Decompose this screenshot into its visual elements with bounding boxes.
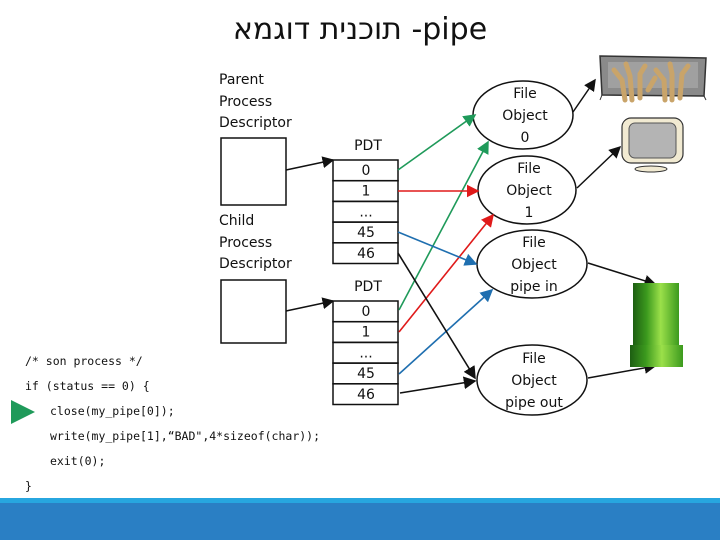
file-object-text: File: [522, 351, 545, 367]
arrow-child-to-pdt: [285, 297, 335, 312]
code-line: write(my_pipe[1],“BAD",4*sizeof(char));: [50, 429, 321, 443]
pdt-cell-value: ...: [359, 345, 372, 361]
parent-process-label: Parent Process Descriptor: [219, 70, 292, 135]
pdt-cell: [332, 383, 399, 406]
code-line: }: [25, 479, 32, 493]
pipe-icon: [630, 283, 683, 367]
file-object-text: pipe in: [510, 279, 558, 295]
arrow-black: [397, 252, 476, 380]
label-line: Parent: [219, 72, 264, 88]
pdt-cell-value: ...: [359, 204, 372, 220]
pdt-cell-value: 1: [362, 325, 371, 341]
child-descriptor-box: [220, 279, 287, 344]
label-line: Child: [219, 213, 255, 229]
arrow-to-keyboard: [572, 78, 596, 113]
label-line: Process: [219, 234, 273, 251]
monitor-icon: [621, 117, 684, 173]
label-line: Descriptor: [219, 115, 292, 131]
arrow-blue: [397, 231, 478, 266]
pdt-cell-value: 1: [362, 184, 371, 200]
pdt-cell-value: 46: [357, 246, 375, 262]
pdt-label: PDT: [354, 279, 382, 295]
label-line: Process: [219, 93, 273, 110]
code-line: /* son process */: [25, 354, 143, 368]
arrow-red: [398, 213, 495, 333]
arrow-green: [397, 114, 477, 171]
child-process-label: Child Process Descriptor: [219, 211, 292, 276]
pdt-cell-value: 0: [362, 163, 371, 179]
arrow-green: [398, 140, 489, 311]
file-object-text: Object: [506, 183, 552, 199]
file-object-text: Object: [511, 257, 557, 273]
file-object-text: 0: [521, 130, 530, 146]
parent-descriptor-box: [220, 137, 287, 206]
file-object-text: File: [517, 161, 540, 177]
pdt-cell-value: 0: [362, 304, 371, 320]
arrow-to-monitor: [576, 145, 622, 189]
pdt-cell-value: 46: [357, 387, 375, 403]
file-object-text: File: [522, 235, 545, 251]
pdt-cell-value: 45: [357, 366, 375, 382]
arrow-to-pipe: [587, 262, 657, 287]
arrow-parent-to-pdt: [285, 156, 335, 171]
pdt-label: PDT: [354, 138, 382, 154]
code-line: exit(0);: [50, 454, 106, 468]
slide-title: תוכנית דוגמא -pipe: [232, 12, 488, 47]
child-pdt: PDT 0 1... 45 46: [332, 279, 399, 406]
file-object-text: File: [513, 86, 536, 102]
code-line: if (status == 0) {: [25, 379, 150, 393]
file-object-text: Object: [511, 373, 557, 389]
label-line: Descriptor: [219, 256, 292, 272]
arrow-blue: [398, 288, 494, 375]
parent-pdt: PDT 0 1... 45 46: [332, 138, 399, 265]
pdt-cell-value: 45: [357, 225, 375, 241]
footer-bar: [0, 498, 720, 540]
arrow-to-pipe: [587, 361, 657, 379]
arrow-black: [399, 376, 477, 394]
file-object-ellipse: [476, 344, 588, 416]
keyboard-icon: [599, 55, 707, 103]
file-object-text: 1: [525, 205, 534, 221]
file-object-text: pipe out: [505, 395, 563, 411]
code-line: close(my_pipe[0]);: [50, 404, 175, 418]
file-object-text: Object: [502, 108, 548, 124]
